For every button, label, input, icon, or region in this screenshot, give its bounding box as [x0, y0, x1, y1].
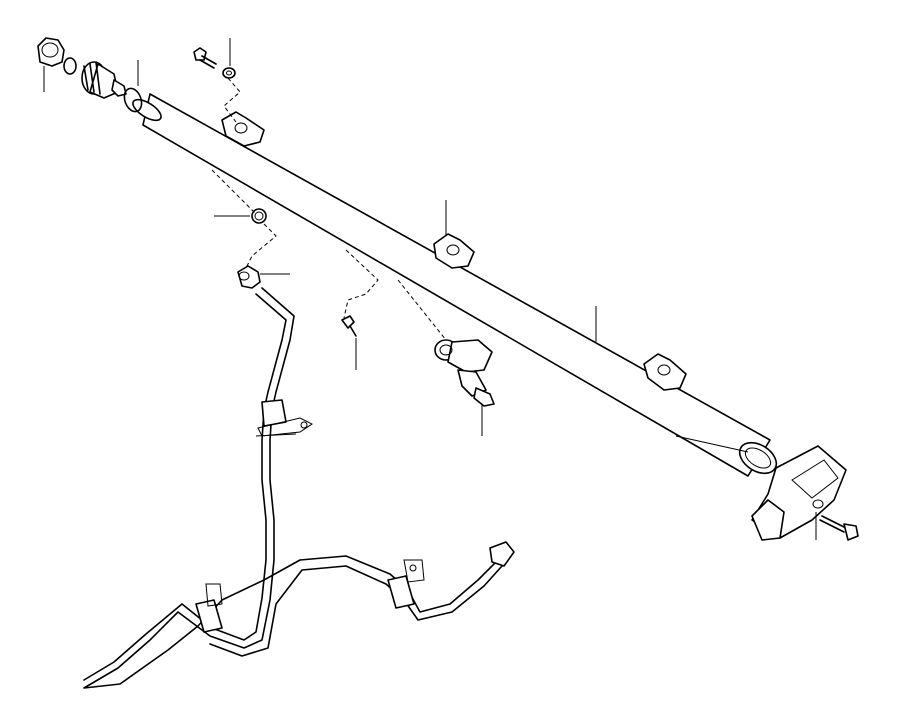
guide-line — [245, 223, 277, 269]
bolt[interactable] — [193, 47, 217, 69]
pipe-clamp[interactable] — [387, 559, 425, 609]
fuel-injector[interactable] — [434, 339, 495, 407]
bolt-washer[interactable] — [222, 67, 236, 79]
guide-line — [211, 169, 257, 215]
fuel-rail[interactable] — [130, 93, 782, 480]
connector-bracket[interactable] — [751, 445, 847, 541]
guide-line — [223, 77, 241, 123]
o-ring[interactable] — [121, 86, 144, 114]
guide-line — [343, 249, 379, 319]
leader-line — [255, 433, 297, 437]
hose-connector[interactable] — [237, 265, 261, 289]
pipe-clamp[interactable] — [257, 399, 313, 437]
mounting-bracket[interactable] — [433, 233, 475, 269]
screw[interactable] — [341, 315, 357, 337]
mounting-bracket[interactable] — [643, 353, 687, 391]
seal-ring[interactable] — [251, 208, 267, 224]
guide-line — [397, 279, 447, 341]
washer[interactable] — [63, 57, 77, 75]
pipe-clamp[interactable] — [195, 583, 223, 633]
assembly-guides — [211, 77, 447, 341]
bracket-bolt[interactable] — [819, 515, 859, 541]
pressure-sensor-cap[interactable] — [37, 37, 65, 67]
pressure-regulator[interactable] — [81, 61, 127, 99]
mounting-bracket[interactable] — [221, 111, 265, 147]
leader-lines — [43, 38, 817, 540]
